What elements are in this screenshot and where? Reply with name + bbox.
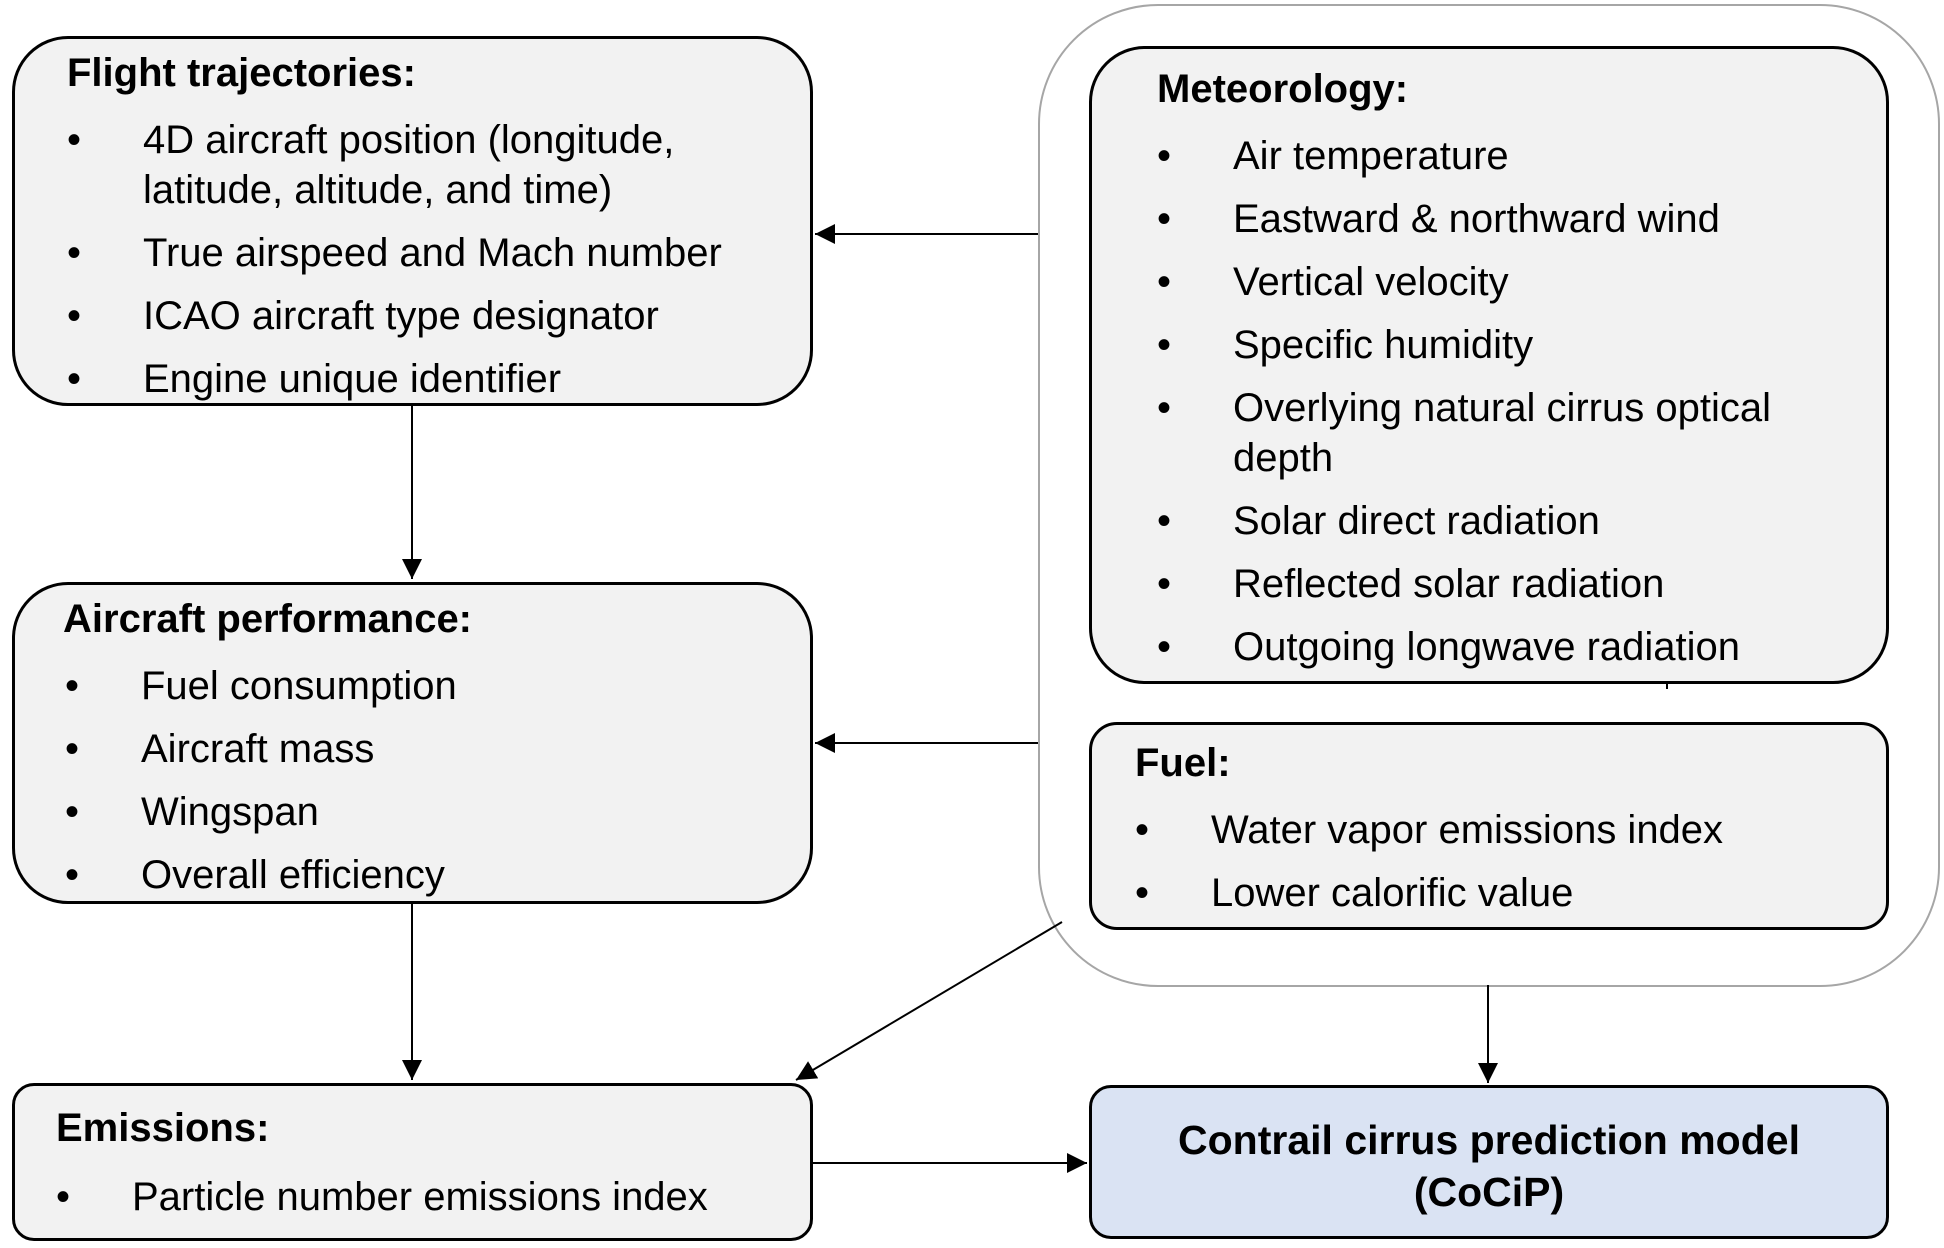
cocip-model-box: Contrail cirrus prediction model (CoCiP) [1089, 1085, 1889, 1239]
list-item: True airspeed and Mach number [67, 228, 767, 278]
list-item: Solar direct radiation [1157, 496, 1837, 546]
flight-trajectories-box: Flight trajectories: 4D aircraft positio… [12, 36, 813, 406]
cocip-title-line2: (CoCiP) [1413, 1169, 1565, 1215]
list-item: Outgoing longwave radiation [1157, 622, 1837, 672]
flight-trajectories-title: Flight trajectories: [67, 51, 416, 95]
list-item: 4D aircraft position (longitude, latitud… [67, 115, 767, 215]
fuel-list: Water vapor emissions index Lower calori… [1135, 805, 1855, 931]
list-item: Aircraft mass [65, 724, 765, 774]
list-item: Air temperature [1157, 131, 1837, 181]
fuel-title: Fuel: [1135, 741, 1231, 785]
list-item: Reflected solar radiation [1157, 559, 1837, 609]
list-item: Wingspan [65, 787, 765, 837]
meteorology-title: Meteorology: [1157, 67, 1409, 111]
aircraft-performance-box: Aircraft performance: Fuel consumption A… [12, 582, 813, 904]
list-item: ICAO aircraft type designator [67, 291, 767, 341]
emissions-title: Emissions: [56, 1106, 270, 1150]
list-item: Water vapor emissions index [1135, 805, 1855, 855]
meteorology-list: Air temperature Eastward & northward win… [1157, 131, 1837, 685]
aircraft-performance-list: Fuel consumption Aircraft mass Wingspan … [65, 661, 765, 913]
aircraft-performance-title: Aircraft performance: [63, 597, 473, 641]
list-item: Overlying natural cirrus optical depth [1157, 383, 1837, 483]
cocip-model-title: Contrail cirrus prediction model (CoCiP) [1092, 1114, 1886, 1218]
arrow-group-to-emissions [795, 921, 1063, 1081]
list-item: Fuel consumption [65, 661, 765, 711]
meteorology-box: Meteorology: Air temperature Eastward & … [1089, 46, 1889, 684]
list-item: Eastward & northward wind [1157, 194, 1837, 244]
list-item: Particle number emissions index [56, 1172, 796, 1222]
list-item: Engine unique identifier [67, 354, 767, 404]
fuel-box: Fuel: Water vapor emissions index Lower … [1089, 722, 1889, 930]
list-item: Overall efficiency [65, 850, 765, 900]
emissions-box: Emissions: Particle number emissions ind… [12, 1083, 813, 1241]
cocip-title-line1: Contrail cirrus prediction model [1178, 1117, 1800, 1163]
list-item: Lower calorific value [1135, 868, 1855, 918]
list-item: Specific humidity [1157, 320, 1837, 370]
list-item: Vertical velocity [1157, 257, 1837, 307]
emissions-list: Particle number emissions index [56, 1172, 796, 1235]
flight-trajectories-list: 4D aircraft position (longitude, latitud… [67, 115, 767, 417]
